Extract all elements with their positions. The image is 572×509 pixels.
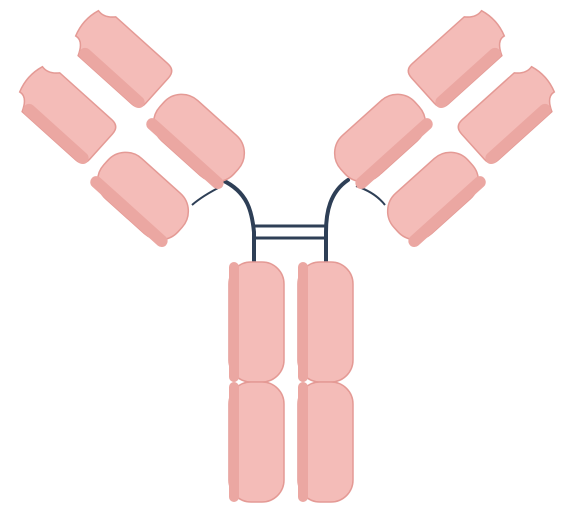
left-fc-ch2-domain [229,262,284,382]
left-heavy-hinge-linker [222,180,254,262]
right-heavy-hinge-linker [326,180,348,262]
light-chain-linkers [192,186,385,205]
right-fc-ch2-domain [298,262,353,382]
left-heavy-chain-arm [65,3,254,191]
hinge-region [222,180,348,262]
right-light-chain [378,59,565,249]
right-fc-ch3-domain [298,382,353,502]
left-light-chain [9,59,198,249]
right-fc-stem [298,262,353,502]
left-fc-stem [229,262,284,502]
left-fc-ch3-domain [229,382,284,502]
